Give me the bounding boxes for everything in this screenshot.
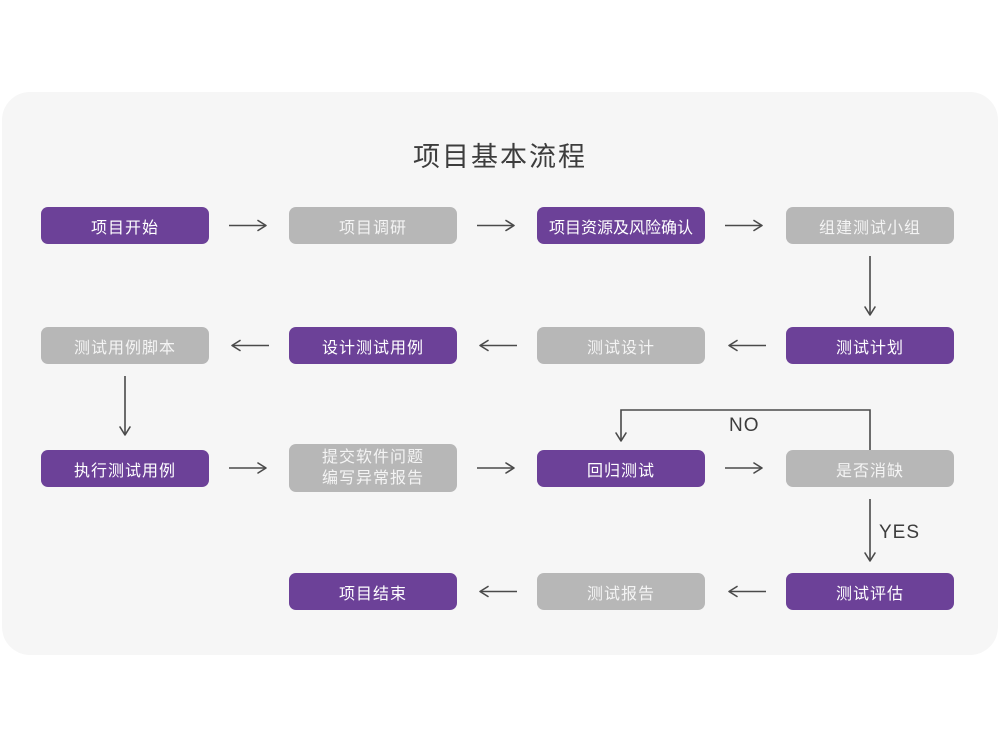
node-label: 回归测试 <box>586 462 655 480</box>
node-label: 设计测试用例 <box>321 339 424 357</box>
node-project-research: 项目调研 <box>289 207 457 244</box>
branch-label-no: NO <box>729 415 760 436</box>
node-project-end: 项目结束 <box>289 573 457 610</box>
node-resources-risk: 项目资源及风险确认 <box>537 207 705 244</box>
node-label: 项目结束 <box>338 585 407 603</box>
flowchart-card <box>2 92 998 655</box>
node-label: 测试计划 <box>835 339 904 357</box>
node-label: 测试用例脚本 <box>73 339 176 357</box>
node-project-start: 项目开始 <box>41 207 209 244</box>
page-title: 项目基本流程 <box>413 142 587 172</box>
node-label: 测试报告 <box>586 585 655 603</box>
node-label-line-2: 编写异常报告 <box>321 470 424 487</box>
node-label: 测试设计 <box>586 339 655 357</box>
node-execute-test-cases: 执行测试用例 <box>41 450 209 487</box>
node-build-test-team: 组建测试小组 <box>786 207 954 244</box>
node-label-line-1: 提交软件问题 <box>321 449 424 466</box>
node-defect-resolved: 是否消缺 <box>786 450 954 487</box>
node-label: 执行测试用例 <box>73 462 176 480</box>
node-label: 项目资源及风险确认 <box>548 219 693 237</box>
node-label: 组建测试小组 <box>818 219 921 237</box>
node-design-test-cases: 设计测试用例 <box>289 327 457 364</box>
node-test-design: 测试设计 <box>537 327 705 364</box>
node-test-report: 测试报告 <box>537 573 705 610</box>
node-label: 项目开始 <box>90 219 159 237</box>
node-regression-test: 回归测试 <box>537 450 705 487</box>
node-test-case-scripts: 测试用例脚本 <box>41 327 209 364</box>
node-test-evaluation: 测试评估 <box>786 573 954 610</box>
node-label: 项目调研 <box>338 219 407 237</box>
node-submit-issues-report: 提交软件问题 编写异常报告 <box>289 444 457 492</box>
node-test-plan: 测试计划 <box>786 327 954 364</box>
node-label: 测试评估 <box>835 585 904 603</box>
node-label: 是否消缺 <box>835 462 904 480</box>
branch-label-yes: YES <box>879 522 921 543</box>
